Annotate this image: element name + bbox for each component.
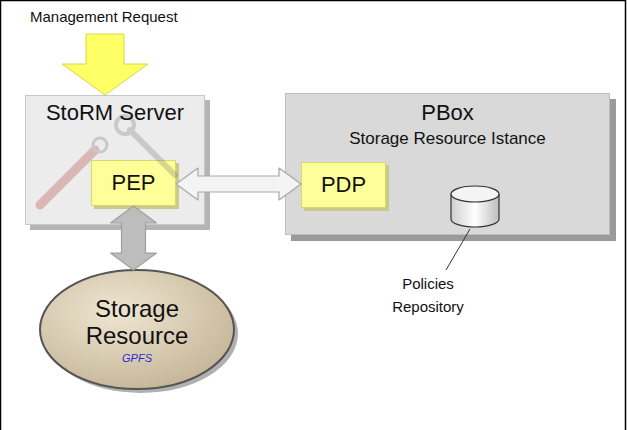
block-arrow: [111, 206, 157, 270]
request-label: Management Request: [30, 8, 178, 26]
node-title: PEP: [111, 170, 155, 195]
node-title: Storage Resource: [67, 295, 207, 350]
block-arrow: [176, 168, 301, 200]
storage-ellipse: Storage ResourceGPFS: [38, 268, 236, 391]
node-title: PDP: [321, 172, 366, 197]
request-arrow: [62, 34, 148, 95]
pep-box: PEP: [91, 160, 176, 206]
server-box: PEP StoRM Server: [25, 95, 205, 225]
node-subtitle: GPFS: [122, 352, 152, 365]
tools-icon: [40, 116, 175, 205]
node-title: StoRM Server: [26, 100, 204, 125]
repository-label: Policies Repository: [386, 272, 470, 319]
pdp-box: PDP: [301, 162, 386, 208]
leader-line: [446, 229, 470, 270]
database-cylinder: [451, 186, 499, 227]
pbox-box: PDP PBoxStorage Resource Istance: [285, 93, 610, 235]
node-title: PBox: [286, 100, 609, 125]
node-subtitle: Storage Resource Istance: [286, 129, 609, 149]
